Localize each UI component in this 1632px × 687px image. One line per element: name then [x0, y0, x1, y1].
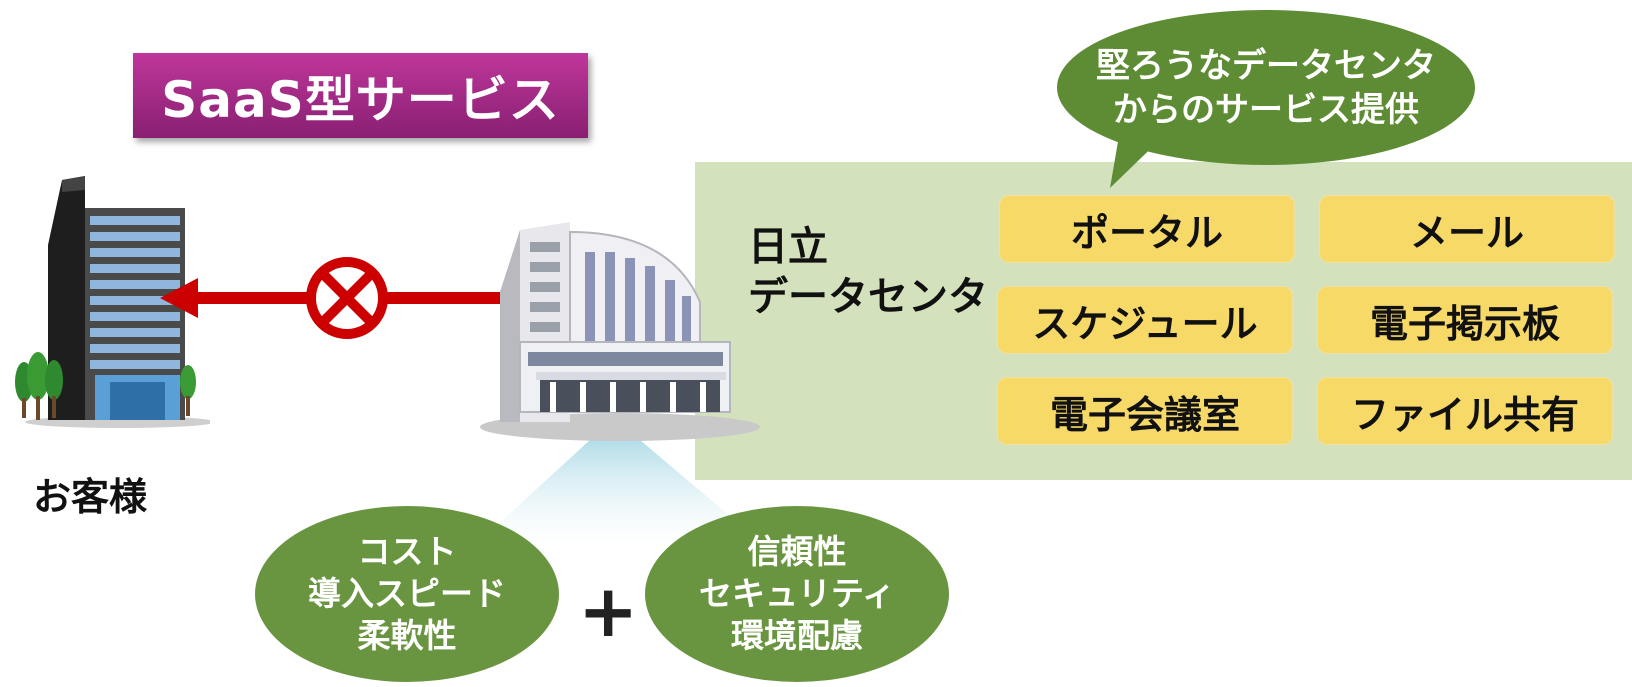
service-tile-label: スケジュール: [1032, 301, 1258, 346]
benefit-item: コスト: [357, 532, 457, 571]
datacenter-label-line-2: データセンタ: [748, 274, 988, 320]
service-tile-bulletin-board: 電子掲示板: [1317, 286, 1613, 354]
service-tile-schedule: スケジュール: [997, 286, 1293, 354]
benefit-item: セキュリティ: [698, 574, 896, 613]
blocked-circle-icon: [306, 257, 388, 339]
datacenter-building-icon: [480, 222, 760, 441]
service-tile-label: ファイル共有: [1350, 392, 1579, 437]
datacenter-label: 日立 データセンタ: [748, 222, 988, 322]
service-tile-label: ポータル: [1070, 210, 1223, 255]
service-tile-file-sharing: ファイル共有: [1317, 377, 1613, 445]
service-tile-label: メール: [1409, 210, 1524, 255]
datacenter-label-line-1: 日立: [748, 224, 828, 270]
service-tile-conference-room: 電子会議室: [997, 377, 1293, 445]
benefit-item: 柔軟性: [357, 616, 457, 655]
customer-label: お客様: [33, 475, 148, 519]
spotlight-beam: [470, 440, 770, 550]
tree-icon: [15, 352, 196, 420]
benefit-item: 環境配慮: [731, 616, 863, 655]
callout-line-2: からのサービス提供: [1113, 89, 1419, 130]
service-tile-mail: メール: [1319, 195, 1615, 263]
service-tile-label: 電子会議室: [1049, 392, 1240, 437]
service-tile-portal: ポータル: [999, 195, 1295, 263]
plus-sign: +: [578, 569, 639, 653]
benefits-right-ellipse: 信頼性 セキュリティ 環境配慮: [645, 506, 949, 682]
benefits-left-ellipse: コスト 導入スピード 柔軟性: [255, 506, 559, 682]
benefit-item: 信頼性: [747, 532, 847, 571]
office-building-icon: [15, 176, 210, 428]
service-title: SaaS型サービス: [161, 70, 560, 129]
callout-line-1: 堅ろうなデータセンタ: [1096, 45, 1436, 86]
service-tile-label: 電子掲示板: [1369, 301, 1560, 346]
service-title-badge: SaaS型サービス: [133, 53, 588, 138]
benefit-item: 導入スピード: [308, 574, 506, 613]
callout-bubble: 堅ろうなデータセンタ からのサービス提供: [1057, 10, 1475, 165]
